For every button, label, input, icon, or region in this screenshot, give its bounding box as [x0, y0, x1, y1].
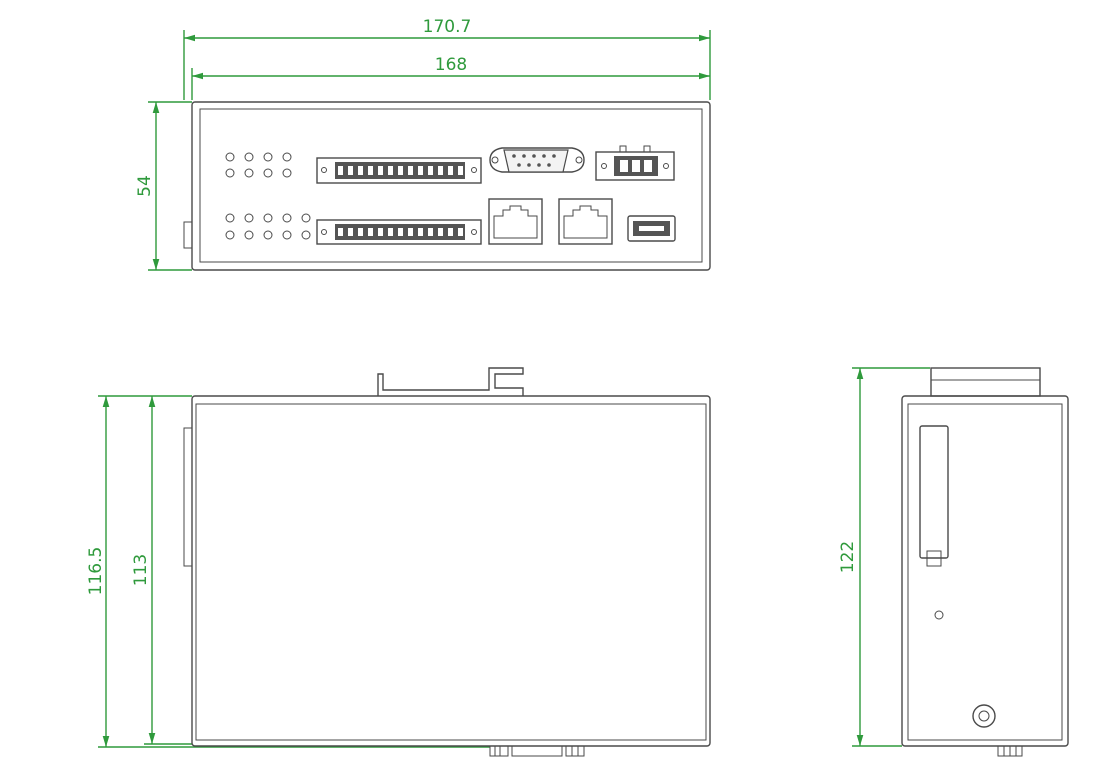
dim-label-side-body-height: 113 — [131, 554, 151, 586]
dimension-end-total-height: 122 — [838, 367, 930, 747]
terminal-pin — [378, 228, 383, 236]
power-connector — [595, 145, 675, 181]
terminal-pin — [458, 166, 463, 175]
end-bottom-connector — [997, 745, 1023, 757]
ethernet-port-1 — [488, 198, 543, 245]
terminal-block-lower — [316, 219, 482, 245]
terminal-pin — [348, 228, 353, 236]
terminal-pin — [458, 228, 463, 236]
front-panel — [199, 108, 703, 263]
dimension-side-total-height: 116.5 — [86, 395, 490, 748]
terminal-pin — [448, 228, 453, 236]
side-housing — [191, 395, 711, 747]
dimension-front-total-width: 170.7 — [183, 17, 711, 100]
usb-port — [627, 215, 676, 242]
dim-label-side-total-height: 116.5 — [86, 547, 106, 596]
side-clip — [183, 427, 193, 567]
front-view: 170.7 168 54 — [135, 17, 711, 271]
end-reset-hole — [934, 610, 944, 620]
terminal-pin — [338, 166, 343, 175]
dim-label-front-height: 54 — [135, 175, 155, 197]
terminal-pin — [448, 166, 453, 175]
end-latch — [926, 550, 942, 567]
terminal-block-upper — [316, 157, 482, 184]
din-clip-front — [183, 221, 193, 249]
terminal-pin — [408, 166, 413, 175]
dim-label-front-total-width: 170.7 — [423, 17, 472, 37]
terminal-pin — [378, 166, 383, 175]
end-panel — [907, 403, 1063, 741]
terminal-pin — [418, 166, 423, 175]
terminal-pin — [348, 166, 353, 175]
terminal-pin — [428, 166, 433, 175]
terminal-pin — [418, 228, 423, 236]
terminal-pin — [388, 166, 393, 175]
dimension-side-body-height: 113 — [131, 396, 192, 745]
terminal-pin — [438, 166, 443, 175]
dim-label-end-total-height: 122 — [838, 541, 858, 573]
terminal-pin — [408, 228, 413, 236]
ethernet-port-2 — [558, 198, 613, 245]
side-panel — [195, 403, 707, 741]
led-group-upper — [225, 152, 292, 178]
dimension-front-height: 54 — [135, 101, 192, 271]
terminal-pin — [368, 166, 373, 175]
terminal-pin — [368, 228, 373, 236]
terminal-pin — [338, 228, 343, 236]
terminal-pin — [398, 228, 403, 236]
terminal-pin — [358, 228, 363, 236]
led-group-lower — [225, 213, 311, 240]
terminal-pin — [398, 166, 403, 175]
side-view: 116.5 113 — [86, 367, 711, 757]
terminal-pin — [358, 166, 363, 175]
dim-label-front-body-width: 168 — [435, 55, 467, 75]
end-view: 122 — [838, 367, 1069, 757]
dimension-front-body-width: 168 — [191, 55, 710, 100]
end-slot — [919, 425, 949, 559]
serial-port-connector — [489, 147, 585, 173]
din-rail-clip — [377, 367, 524, 396]
end-rail-mount — [930, 367, 1041, 397]
front-housing — [191, 101, 711, 271]
terminal-pin — [388, 228, 393, 236]
end-ground-screw — [972, 704, 996, 728]
terminal-pin — [428, 228, 433, 236]
terminal-pin — [438, 228, 443, 236]
end-housing — [901, 395, 1069, 747]
side-bottom-connectors — [489, 745, 585, 757]
